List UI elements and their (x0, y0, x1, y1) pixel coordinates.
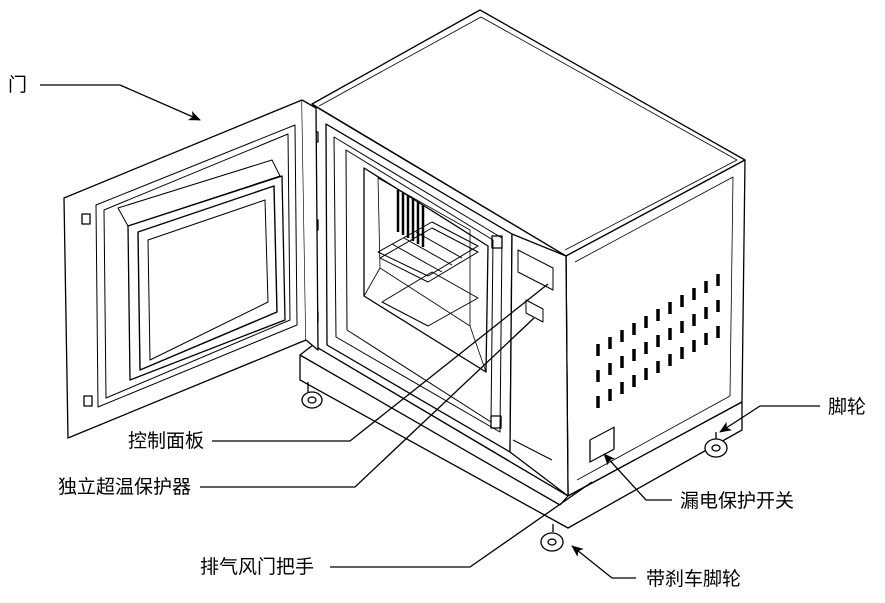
leader-door (40, 84, 201, 121)
leader-leakage (603, 453, 672, 501)
overtemp-protector-label: 独立超温保护器 (58, 476, 192, 498)
door-label: 门 (8, 74, 28, 96)
leader-casters (719, 405, 820, 433)
control-panel-label: 控制面板 (128, 430, 205, 452)
latch-upper (491, 235, 503, 249)
leader-damper (330, 481, 593, 568)
overtemp-protector-box (525, 299, 544, 323)
damper-handle-label: 排气风门把手 (200, 556, 315, 578)
caster-rear-right (704, 432, 728, 458)
leakage-switch-body (589, 426, 615, 463)
shelf-rack (377, 221, 479, 327)
base-frame (299, 344, 743, 529)
caster-front-right (540, 524, 564, 552)
brake-casters-label: 带刹车脚轮 (646, 568, 742, 590)
leader-control-panel (212, 283, 549, 442)
casters-label: 脚轮 (828, 396, 867, 418)
side-vent-grille (596, 274, 720, 408)
caster-front-left (301, 382, 323, 409)
leader-overtemp (200, 317, 535, 488)
door-inner-panel (127, 175, 286, 381)
control-panel-face (509, 233, 569, 497)
latch-lower (490, 415, 502, 429)
leakage-switch-label: 漏电保护开关 (680, 490, 795, 512)
leader-brake-casters (571, 545, 636, 579)
